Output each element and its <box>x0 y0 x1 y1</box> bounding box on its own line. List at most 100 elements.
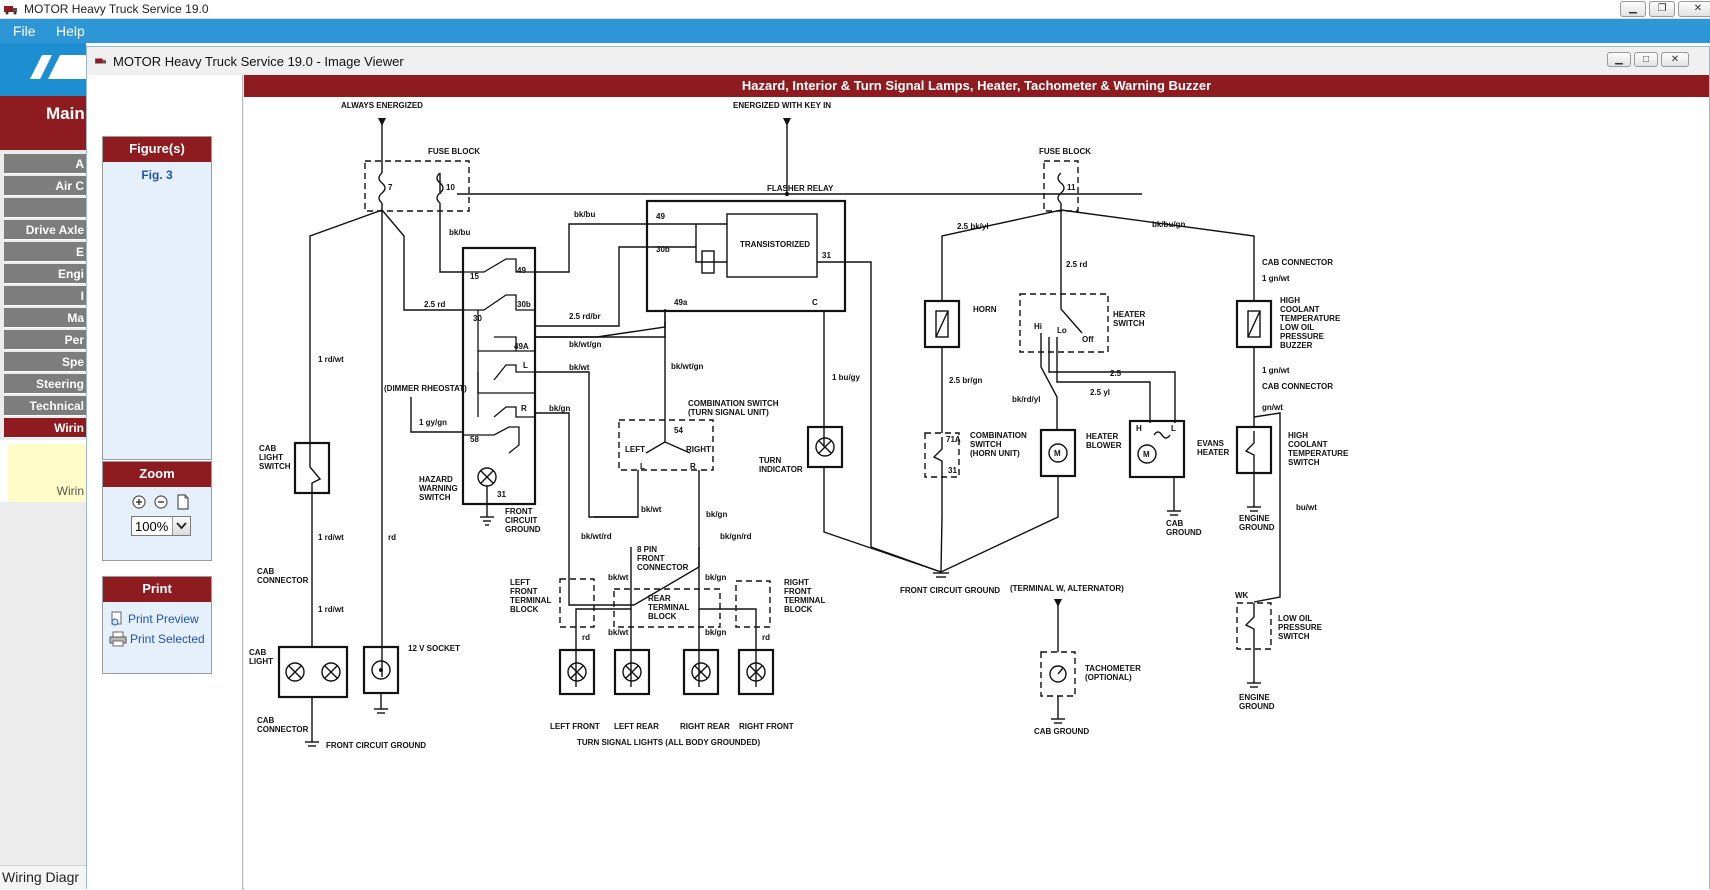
label-comb-switch-2: (TURN SIGNAL UNIT) <box>688 408 769 417</box>
print-header: Print <box>103 577 211 602</box>
main-header: Main <box>0 96 86 150</box>
label-left-ftb-3: TERMINAL <box>510 596 551 605</box>
label-horn: HORN <box>973 305 997 314</box>
label-buzzer-4: LOW OIL <box>1280 323 1314 332</box>
nav-item[interactable]: Technical <box>4 396 86 416</box>
figures-panel: Figure(s) Fig. 3 <box>102 136 212 460</box>
label-wire-bkrdyl: bk/rd/yl <box>1012 395 1040 404</box>
nav-item[interactable]: Engi <box>4 264 86 284</box>
label-12v-socket: 12 V SOCKET <box>408 644 460 653</box>
label-rear-tb-3: BLOCK <box>648 612 677 621</box>
label-wire-25yl: 2.5 yl <box>1090 388 1110 397</box>
label-lamp-right-rear: RIGHT REAR <box>680 722 730 731</box>
label-wire-1rdwt-1: 1 rd/wt <box>318 355 344 364</box>
nav-item[interactable]: Spe <box>4 352 86 372</box>
motor-logo-icon <box>30 55 86 79</box>
label-hs-lo: Lo <box>1057 326 1067 335</box>
label-cab-light-1: CAB <box>249 648 267 657</box>
zoom-in-icon[interactable] <box>131 494 147 510</box>
label-cab-conn-2a: CAB <box>257 716 275 725</box>
menu-file[interactable]: File <box>13 23 36 39</box>
maximize-icon: □ <box>1642 53 1650 65</box>
print-preview-label: Print Preview <box>128 612 199 626</box>
label-wire-bkwtgn-1: bk/wt/gn <box>569 340 602 349</box>
label-fcg-mid: FRONT CIRCUIT GROUND <box>900 586 1000 595</box>
print-selected-button[interactable]: Print Selected <box>109 631 205 647</box>
label-wire-bkgn-1: bk/gn <box>549 404 570 413</box>
label-wire-1gygn: 1 gy/gn <box>419 418 447 427</box>
app-minimize-button[interactable]: ▁ <box>1620 1 1646 17</box>
label-terminal-49: 49 <box>517 266 526 275</box>
print-preview-button[interactable]: Print Preview <box>109 611 199 627</box>
main-header-title: Main <box>46 104 85 123</box>
label-buzzer-6: BUZZER <box>1280 341 1313 350</box>
minimize-icon: ▁ <box>1615 53 1623 65</box>
zoom-header: Zoom <box>103 462 211 487</box>
label-left-ftb-4: BLOCK <box>510 605 539 614</box>
label-always-energized: ALWAYS ENERGIZED <box>341 101 423 110</box>
figure-link[interactable]: Fig. 3 <box>141 168 173 182</box>
label-wire-bkwtrd: bk/wt/rd <box>581 532 612 541</box>
restore-icon: ❐ <box>1657 3 1667 14</box>
print-preview-icon <box>111 611 122 626</box>
menu-help[interactable]: Help <box>56 23 85 39</box>
label-wire-25bkyl: 2.5 bk/yl <box>957 222 989 231</box>
label-wire-bkwt-2: bk/wt <box>641 505 662 514</box>
close-icon: ✕ <box>1693 3 1703 14</box>
nav-item[interactable]: E <box>4 242 86 262</box>
label-heater-switch-2: SWITCH <box>1113 319 1145 328</box>
nav-item[interactable]: Drive Axle <box>4 220 86 240</box>
label-wire-bkwtgn-2: bk/wt/gn <box>671 362 704 371</box>
app-title: MOTOR Heavy Truck Service 19.0 <box>24 2 209 16</box>
nav-item-active[interactable]: Wirin <box>4 418 86 438</box>
nav-item[interactable]: Per <box>4 330 86 350</box>
nav-item[interactable]: Ma <box>4 308 86 328</box>
nav-item[interactable]: A <box>4 154 86 174</box>
label-cab-conn-2b: CONNECTOR <box>257 725 309 734</box>
printer-icon <box>109 631 127 647</box>
viewer-close-button[interactable]: ✕ <box>1661 52 1689 67</box>
nav-item[interactable]: Steering <box>4 374 86 394</box>
label-cab-conn-1b: CONNECTOR <box>257 576 309 585</box>
zoom-select[interactable]: 100% <box>131 516 191 536</box>
label-evans-1: EVANS <box>1197 439 1225 448</box>
nav-item[interactable] <box>4 198 86 218</box>
image-viewer-window: MOTOR Heavy Truck Service 19.0 - Image V… <box>86 46 1710 890</box>
label-wire-bkbu-1: bk/bu <box>449 228 470 237</box>
label-wire-rd-2: rd <box>582 633 590 642</box>
background-nav: A Air C Drive Axle E Engi I Ma Per Spe S… <box>0 150 86 440</box>
zoom-panel: Zoom 100% <box>102 461 212 561</box>
label-wire-25rd-3: 2.5 rd <box>1066 260 1087 269</box>
viewer-minimize-button[interactable]: ▁ <box>1607 52 1631 67</box>
label-wire-25rd-1: 2.5 rd <box>424 300 445 309</box>
nav-item[interactable]: I <box>4 286 86 306</box>
label-cab-ground-bottom: CAB GROUND <box>1034 727 1089 736</box>
label-eng-ground-1a: ENGINE <box>1239 514 1270 523</box>
label-hs-off: Off <box>1082 335 1094 344</box>
brand-logo-strip <box>0 43 86 96</box>
label-heater-blower-2: BLOWER <box>1086 441 1122 450</box>
app-restore-button[interactable]: ❐ <box>1649 1 1675 17</box>
label-buzzer-3: TEMPERATURE <box>1280 314 1341 323</box>
label-8pin-3: CONNECTOR <box>637 563 689 572</box>
label-turn-indicator-2: INDICATOR <box>759 465 803 474</box>
label-cs-l: L <box>640 462 645 471</box>
app-close-button[interactable]: ✕ <box>1678 1 1710 17</box>
label-wire-1gnwt-2: 1 gn/wt <box>1262 366 1290 375</box>
label-terminal-49a: 49A <box>514 342 529 351</box>
background-info-box: Wirin <box>8 444 86 502</box>
label-fcg-1: FRONT <box>505 507 533 516</box>
label-wire-1rdwt-3: 1 rd/wt <box>318 605 344 614</box>
viewer-sidebar: Figure(s) Fig. 3 Zoom 100% Print Print P… <box>87 75 243 890</box>
viewer-maximize-button[interactable]: □ <box>1634 52 1658 67</box>
page-icon[interactable] <box>175 494 191 510</box>
label-cab-ground-2: GROUND <box>1166 528 1202 537</box>
label-right-ftb-1: RIGHT <box>784 578 809 587</box>
label-evans-l: L <box>1171 424 1176 433</box>
label-hazard-2: WARNING <box>419 484 458 493</box>
chevron-down-icon[interactable] <box>172 517 190 535</box>
status-bar: Wiring Diagr <box>0 865 86 889</box>
nav-item[interactable]: Air C <box>4 176 86 196</box>
zoom-out-icon[interactable] <box>153 494 169 510</box>
label-cs-r: R <box>690 462 696 471</box>
